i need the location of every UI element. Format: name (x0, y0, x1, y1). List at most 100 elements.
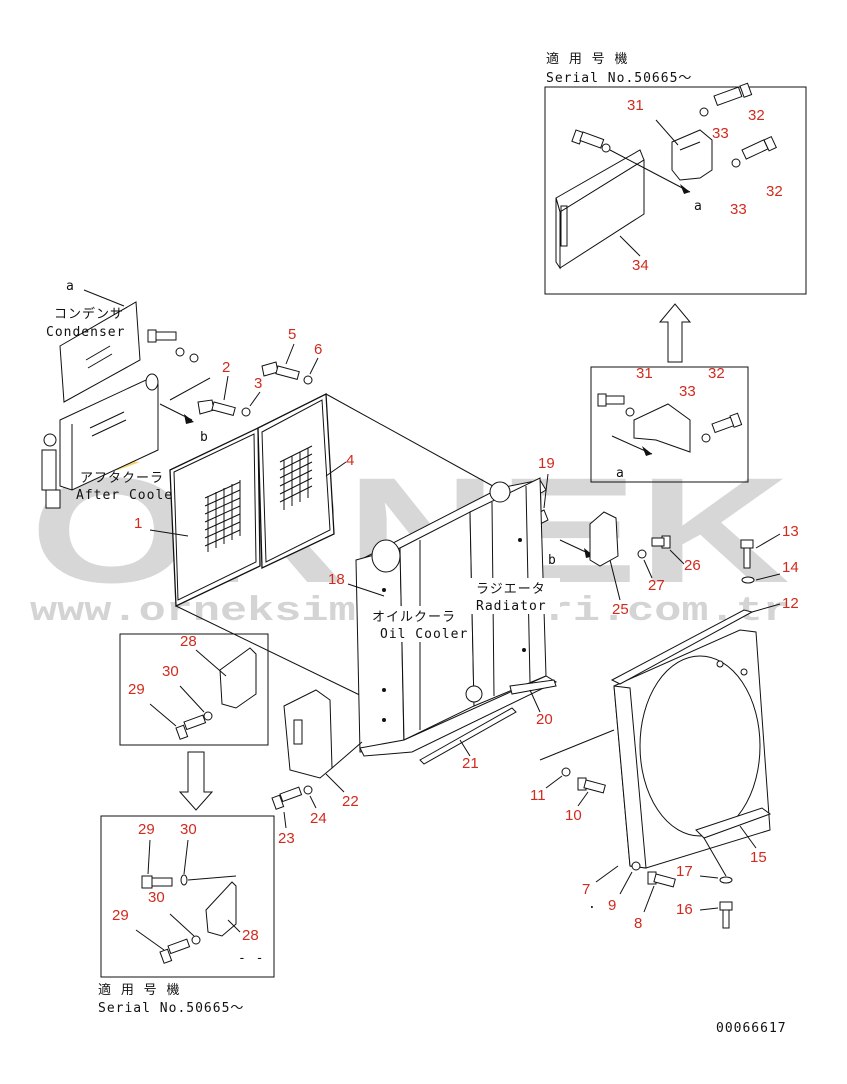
wing-bolt-icon (197, 399, 236, 417)
washer-icon (637, 549, 647, 559)
leader-line (149, 703, 177, 727)
callout-33-top-a: 33 (712, 125, 729, 142)
aftercooler-group: a コンデンサ Condenser アフタクーラ After Cooler b (41, 279, 211, 509)
leader-line (699, 907, 719, 911)
washer-icon (741, 576, 755, 584)
callout-19: 19 (538, 455, 555, 472)
oilcooler-label-en: Oil Cooler (380, 627, 468, 642)
washer-icon (719, 876, 733, 884)
leader-line (325, 393, 501, 491)
bolt-icon (175, 714, 207, 740)
leader-line (169, 377, 211, 401)
condenser-label-en: Condenser (46, 325, 125, 340)
callout-27: 27 (648, 577, 665, 594)
seal-15 (695, 807, 772, 839)
bracket-31-edge (679, 141, 701, 151)
leader-line (459, 739, 471, 757)
leader-line (179, 685, 205, 713)
arrow-icon (680, 184, 690, 194)
leader-line (609, 149, 691, 193)
leader-line (529, 689, 541, 713)
callout-30-left: 30 (162, 663, 179, 680)
seal-20 (509, 679, 557, 695)
seal-21 (419, 707, 517, 765)
aftercooler-label-en: After Cooler (76, 488, 182, 503)
washer-icon (180, 874, 188, 886)
radiator-assembly: オイルクーラ Oil Cooler ラジエータ Radiator b (355, 477, 619, 765)
callout-32-mid: 32 (708, 365, 725, 382)
callout-1: 1 (134, 515, 142, 532)
bracket-22 (283, 689, 333, 779)
leader-line (331, 741, 363, 769)
callout-29-bottom-a: 29 (138, 821, 155, 838)
detail-box-mid: 31 32 33 a (590, 365, 749, 483)
bolt-icon (647, 871, 676, 888)
leader-line (149, 529, 189, 537)
leader-line (739, 825, 757, 849)
callout-28-left: 28 (180, 633, 197, 650)
leader-line (249, 391, 261, 407)
washer-icon (699, 107, 709, 117)
leader-line (755, 573, 781, 581)
bolt-icon (151, 877, 173, 887)
callout-29-bottom-b: 29 (112, 907, 129, 924)
bracket-28-b (205, 881, 237, 937)
washer-icon (303, 375, 313, 385)
bracket-31-mid (633, 403, 691, 453)
callout-20: 20 (536, 711, 553, 728)
leader-line (755, 533, 781, 549)
bolt-hole (518, 538, 522, 542)
leader-line (147, 839, 151, 875)
callout-13: 13 (782, 523, 799, 540)
washer-icon (303, 785, 313, 795)
callout-7: 7 (582, 881, 590, 898)
bracket-22-group (271, 689, 363, 810)
serial-note-top-line2: Serial No.50665～ (546, 71, 692, 86)
wing-bolt-icon (261, 361, 300, 381)
plate-34-side (555, 197, 561, 270)
bracket-25 (589, 511, 619, 567)
hatch-line (85, 345, 111, 361)
bolt-hole (522, 648, 526, 652)
callout-8: 8 (634, 915, 642, 932)
leader-line (183, 839, 189, 875)
leader-line (83, 289, 125, 307)
bolt-icon (741, 135, 777, 160)
aftercooler-bracket (41, 449, 57, 491)
bolt-icon (740, 539, 754, 569)
callout-32-top-a: 32 (748, 107, 765, 124)
leader-line (309, 795, 317, 809)
bolt-icon (597, 393, 625, 407)
mesh-icon (204, 480, 241, 552)
callout-29-left: 29 (128, 681, 145, 698)
bolt-icon (159, 938, 191, 964)
callout-17: 17 (676, 863, 693, 880)
bolt-icon (571, 129, 605, 149)
radiator-label-en: Radiator (476, 599, 547, 614)
leader-line (543, 473, 549, 509)
callout-16: 16 (676, 901, 693, 918)
serial-note-bottom-line1: 適 用 号 機 (98, 982, 180, 998)
serial-frame-top (544, 86, 807, 295)
callout-31-mid: 31 (636, 365, 653, 382)
washer-icon (561, 767, 571, 777)
cap-icon (43, 433, 57, 447)
washer-icon (191, 935, 201, 945)
leader-line (539, 729, 615, 761)
drain-icon (465, 685, 483, 703)
leader-line (325, 773, 345, 793)
callout-28-bottom: 28 (242, 927, 259, 944)
leader-line (187, 875, 237, 881)
arrow-icon (184, 414, 194, 424)
callout-22: 22 (342, 793, 359, 810)
callout-12: 12 (782, 595, 799, 612)
detail-frame-bottom (100, 815, 275, 978)
leader-line (325, 461, 347, 477)
callout-3: 3 (254, 375, 262, 392)
callout-34: 34 (632, 257, 649, 274)
oilcooler-label-jp: オイルクーラ (372, 610, 456, 625)
bolt-hole (716, 660, 724, 668)
bolt-hole (382, 588, 386, 592)
detail-frame-mid (590, 366, 749, 483)
